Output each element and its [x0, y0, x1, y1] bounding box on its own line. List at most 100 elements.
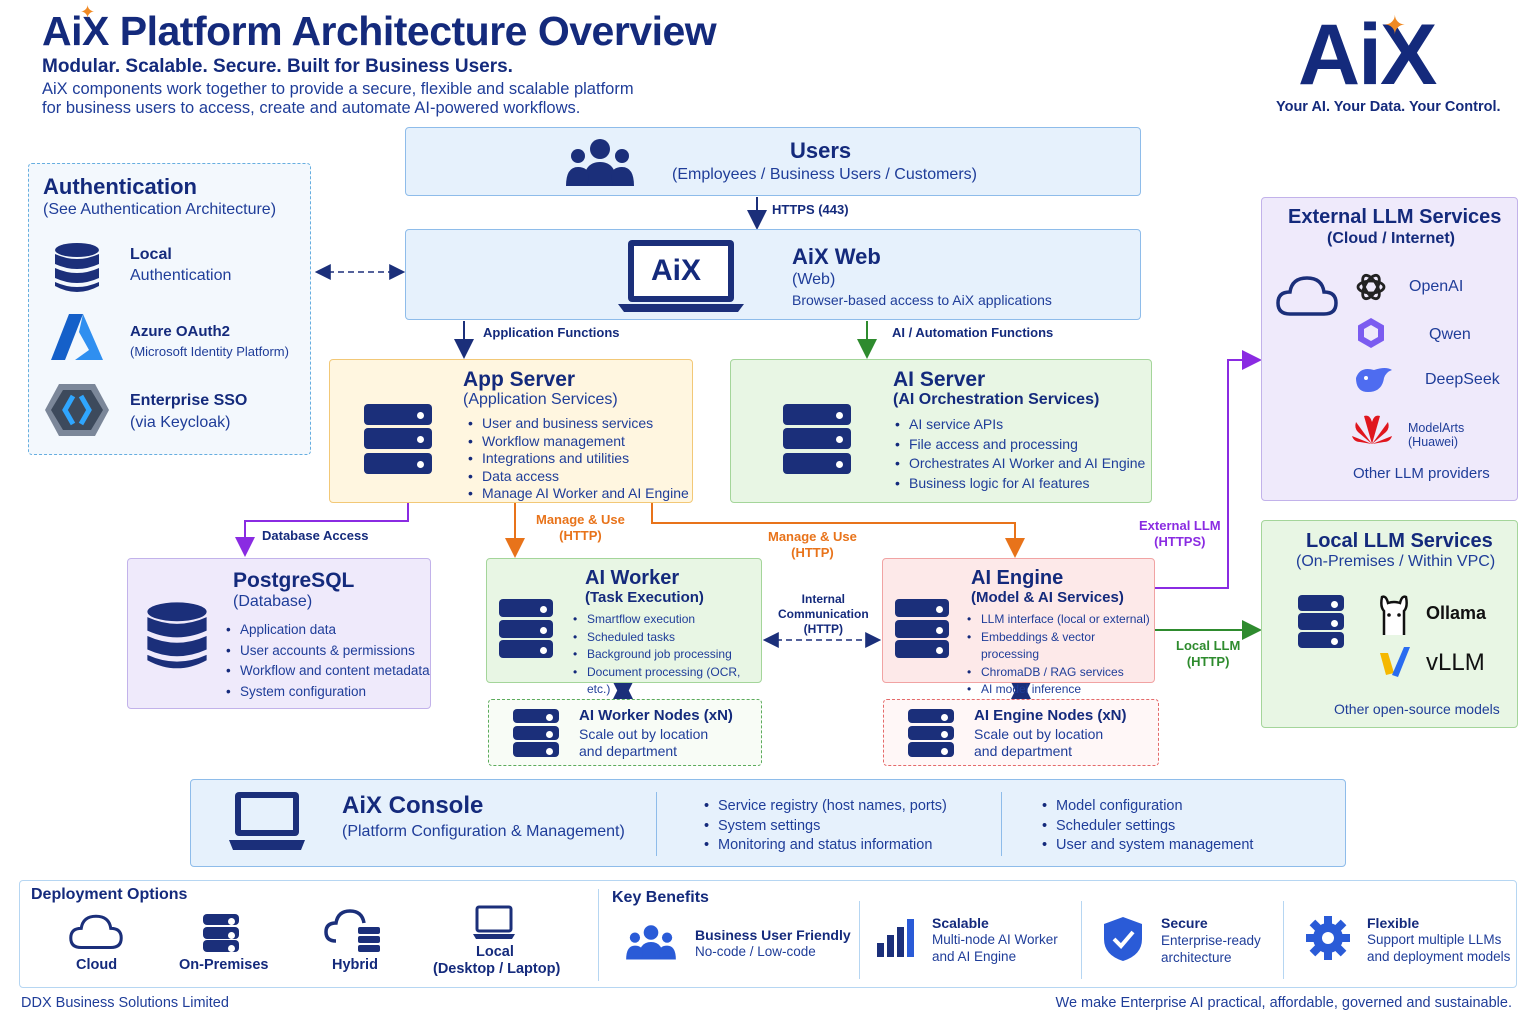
deploy-local-label: Local	[476, 944, 514, 960]
benefit-divider	[1081, 901, 1082, 979]
benefit-scalable-title: Scalable	[932, 915, 989, 931]
engine-nodes-line1: Scale out by location	[974, 726, 1104, 742]
vllm-icon	[1380, 647, 1410, 677]
aix-logo: AiX ✦	[1290, 10, 1490, 100]
auth-local-desc: Authentication	[130, 267, 232, 284]
console-item: Model configuration	[1042, 797, 1253, 817]
label-external-llm-line2: (HTTPS)	[1154, 534, 1206, 549]
users-desc: (Employees / Business Users / Customers)	[672, 166, 977, 183]
console-col1: Service registry (host names, ports) Sys…	[704, 797, 947, 856]
app-server-bullet: Manage AI Worker and AI Engine	[468, 485, 689, 503]
authentication-box: Authentication (See Authentication Archi…	[28, 163, 311, 455]
ai-server-box: AI Server (AI Orchestration Services) AI…	[730, 359, 1152, 503]
ai-worker-icon	[499, 599, 553, 659]
aix-web-box: AiX AiX Web (Web) Browser-based access t…	[405, 229, 1141, 320]
ai-server-title: AI Server	[893, 368, 986, 391]
ai-server-bullet: Business logic for AI features	[895, 474, 1145, 494]
ai-engine-icon	[895, 599, 949, 659]
section-divider	[598, 889, 599, 981]
local-llm-server-icon	[1298, 595, 1344, 649]
logo-text: AiX	[1298, 7, 1437, 103]
console-item: Monitoring and status information	[704, 836, 947, 856]
app-server-title: App Server	[463, 368, 576, 391]
label-manage-use-2-line1: Manage & Use	[768, 529, 857, 544]
app-server-bullet: Data access	[468, 468, 689, 486]
auth-subtitle: (See Authentication Architecture)	[43, 201, 277, 218]
postgres-bullet: Application data	[226, 620, 430, 641]
worker-nodes-icon	[513, 709, 559, 757]
app-server-bullet: User and business services	[468, 415, 689, 433]
local-llm-subtitle: (On-Premises / Within VPC)	[1296, 553, 1496, 570]
deploy-local-sublabel: (Desktop / Laptop)	[433, 961, 561, 977]
app-server-icon	[364, 404, 432, 474]
label-internal-line1: Internal	[801, 592, 845, 606]
provider-ollama: Ollama	[1426, 603, 1487, 623]
provider-openai: OpenAI	[1409, 278, 1464, 295]
app-server-bullet: Integrations and utilities	[468, 450, 689, 468]
label-internal-line2: Communication	[778, 607, 869, 621]
ai-engine-nodes-box: AI Engine Nodes (xN) Scale out by locati…	[883, 699, 1159, 766]
engine-nodes-line2: and department	[974, 743, 1073, 759]
auth-azure-desc: (Microsoft Identity Platform)	[130, 344, 289, 359]
benefit-secure-title: Secure	[1161, 915, 1208, 931]
app-server-bullet: Workflow management	[468, 433, 689, 451]
users-icon	[566, 139, 634, 186]
benefit-scalable-desc2: and AI Engine	[932, 949, 1017, 964]
database-icon	[55, 243, 99, 292]
qwen-icon	[1358, 318, 1384, 348]
label-manage-use-1-line1: Manage & Use	[536, 512, 625, 527]
app-server-box: App Server (Application Services) User a…	[329, 359, 693, 503]
benefit-flexible-desc1: Support multiple LLMs	[1367, 932, 1502, 947]
laptop-icon	[618, 240, 744, 312]
label-application-functions: Application Functions	[483, 325, 620, 340]
console-divider	[1001, 792, 1002, 856]
ai-server-bullet: AI service APIs	[895, 415, 1145, 435]
ai-engine-box: AI Engine (Model & AI Services) LLM inte…	[882, 558, 1155, 698]
postgres-bullet: System configuration	[226, 682, 430, 703]
worker-nodes-line1: Scale out by location	[579, 726, 709, 742]
label-manage-use-1-line2: (HTTP)	[559, 528, 602, 543]
postgres-bullet: Workflow and content metadata	[226, 661, 430, 682]
ai-server-icon	[783, 404, 851, 474]
ai-engine-bullet: ChromaDB / RAG services	[967, 664, 1154, 682]
provider-modelarts: ModelArts (Huawei)	[1408, 421, 1465, 449]
label-local-llm-line1: Local LLM	[1176, 638, 1241, 653]
deploy-onprem-label: On-Premises	[179, 957, 269, 973]
bottom-panel: Deployment Options Cloud On-Premises Hyb…	[19, 880, 1517, 988]
postgresql-box: PostgreSQL (Database) Application data U…	[127, 558, 431, 709]
external-llm-other: Other LLM providers	[1353, 465, 1490, 482]
app-server-bullets: User and business services Workflow mana…	[468, 415, 689, 503]
label-database-access: Database Access	[262, 528, 369, 543]
auth-sso-title: Enterprise SSO	[130, 392, 248, 409]
intro-line-2: for business users to access, create and…	[42, 99, 581, 117]
app-server-subtitle: (Application Services)	[463, 391, 618, 408]
label-local-llm: Local LLM (HTTP)	[1176, 638, 1240, 670]
console-title: AiX Console	[342, 792, 484, 819]
ai-worker-bullet: Smartflow execution	[573, 611, 761, 629]
label-external-llm: External LLM (HTTPS)	[1139, 518, 1221, 550]
label-manage-use-2: Manage & Use (HTTP)	[768, 529, 857, 561]
ai-server-bullet: File access and processing	[895, 435, 1145, 455]
web-desc: Browser-based access to AiX applications	[792, 292, 1052, 308]
label-internal-communication: Internal Communication (HTTP)	[778, 592, 869, 637]
external-llm-title: External LLM Services	[1288, 206, 1502, 228]
users-icon	[626, 925, 676, 960]
label-https: HTTPS (443)	[772, 202, 849, 217]
console-col2: Model configuration Scheduler settings U…	[1042, 797, 1253, 856]
postgres-subtitle: (Database)	[233, 593, 313, 610]
ai-engine-bullet: AI model inference	[967, 681, 1154, 699]
postgres-bullet: User accounts & permissions	[226, 641, 430, 662]
ai-server-bullets: AI service APIs File access and processi…	[895, 415, 1145, 493]
page-subtitle: Modular. Scalable. Secure. Built for Bus…	[42, 56, 513, 77]
benefit-divider	[859, 901, 860, 979]
label-manage-use-2-line2: (HTTP)	[791, 545, 834, 560]
postgres-bullets: Application data User accounts & permiss…	[226, 620, 430, 702]
label-external-llm-line1: External LLM	[1139, 518, 1221, 533]
tagline: Your AI. Your Data. Your Control.	[1276, 99, 1501, 115]
logo-star-icon: ✦	[1384, 10, 1406, 40]
ai-worker-bullet: Document processing (OCR, etc.)	[573, 664, 761, 699]
benefit-secure-desc1: Enterprise-ready	[1161, 933, 1261, 948]
footer-company: DDX Business Solutions Limited	[21, 995, 229, 1011]
ai-worker-bullet: Scheduled tasks	[573, 629, 761, 647]
web-title: AiX Web	[792, 244, 881, 269]
